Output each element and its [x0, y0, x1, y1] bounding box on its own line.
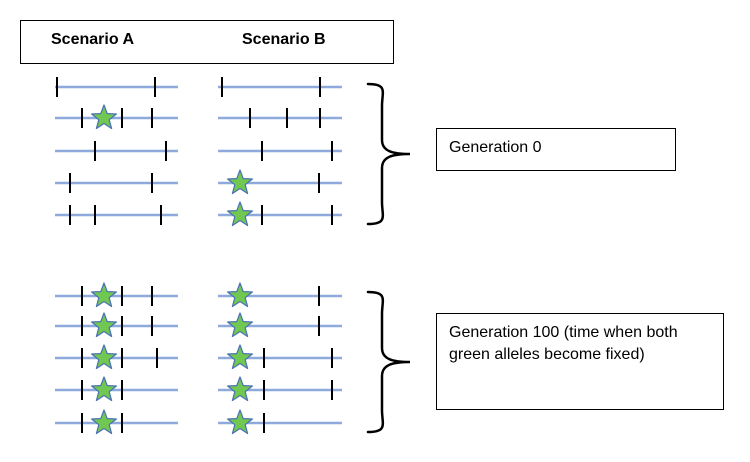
- green-allele-star-icon: [227, 344, 253, 370]
- green-allele-star-icon: [90, 282, 118, 308]
- green-allele-star-icon: [90, 376, 118, 402]
- scenario-a-label: Scenario A: [51, 31, 134, 48]
- generation-100-label: Generation 100 (time when both green all…: [449, 324, 678, 363]
- curly-brace-icon: [366, 290, 411, 434]
- green-allele-star-icon: [227, 376, 253, 402]
- generation-0-label-box: Generation 0: [436, 128, 676, 171]
- green-allele-star-icon: [90, 344, 118, 370]
- scenario-b-label: Scenario B: [242, 31, 326, 48]
- green-allele-star-icon: [227, 312, 253, 338]
- green-allele-star-icon: [227, 201, 253, 227]
- curly-brace-icon: [366, 82, 411, 226]
- green-allele-star-icon: [90, 312, 118, 338]
- green-allele-star-icon: [227, 169, 253, 195]
- generation-100-label-box: Generation 100 (time when both green all…: [436, 313, 724, 410]
- green-allele-star-icon: [90, 409, 118, 435]
- generation-0-label: Generation 0: [449, 139, 542, 156]
- green-allele-star-icon: [227, 282, 253, 308]
- green-allele-star-icon: [227, 409, 253, 435]
- green-allele-star-icon: [90, 104, 118, 130]
- scenario-header-box: [20, 20, 394, 64]
